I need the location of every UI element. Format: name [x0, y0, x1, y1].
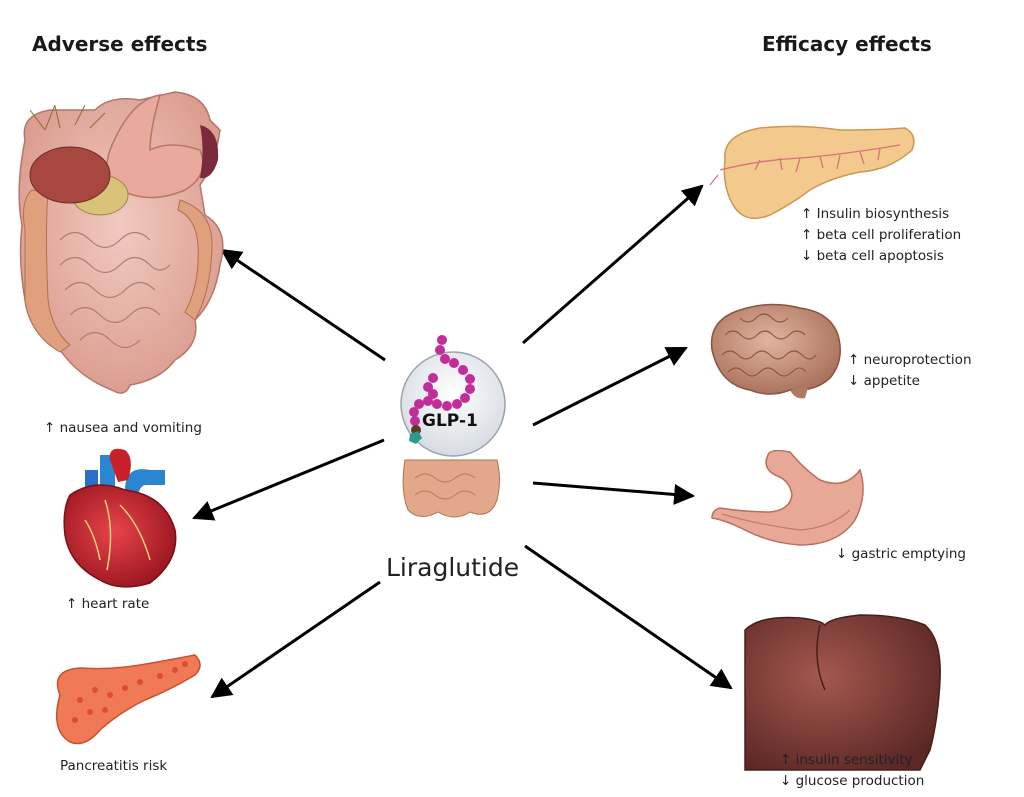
efficacy-effects-heading: Efficacy effects — [762, 32, 932, 56]
caption-heart-rate: ↑ heart rate — [66, 596, 150, 612]
arrow-to-heart — [192, 438, 385, 521]
drug-name: Liraglutide — [386, 553, 520, 582]
caption-brain: ↑ neuroprotection ↓ appetite — [848, 350, 972, 392]
caption-line: ↓ glucose production — [780, 773, 925, 789]
caption-line: ↑ neuroprotection — [848, 352, 972, 368]
arrow-to-digestive — [220, 248, 386, 362]
caption-pancreatitis: Pancreatitis risk — [60, 758, 168, 774]
caption-line: ↑ Insulin biosynthesis — [801, 206, 950, 222]
caption-line: ↑ insulin sensitivity — [780, 752, 913, 768]
heart-icon — [63, 448, 177, 588]
arrow-to-stomach — [532, 481, 696, 505]
caption-nausea: ↑ nausea and vomiting — [44, 420, 202, 436]
inflamed-pancreas-icon — [55, 654, 201, 745]
arrow-to-pancreas-risk — [210, 580, 381, 699]
caption-line: ↑ beta cell proliferation — [801, 227, 962, 243]
adverse-effects-heading: Adverse effects — [32, 32, 208, 56]
intestine-beneath-icon — [402, 459, 500, 518]
glp1-peptide-icon — [400, 335, 506, 518]
glp1-label: GLP-1 — [422, 411, 478, 431]
arrow-to-pancreas — [522, 184, 704, 345]
digestive-system-icon — [18, 91, 224, 394]
caption-liver: ↑ insulin sensitivity ↓ glucose producti… — [780, 750, 924, 792]
caption-stomach: ↓ gastric emptying — [836, 544, 966, 565]
pancreas-icon — [709, 125, 915, 220]
arrow-to-brain — [532, 346, 688, 427]
arrow-to-liver — [524, 544, 733, 690]
caption-line: ↓ beta cell apoptosis — [801, 248, 944, 264]
liver-icon — [744, 614, 941, 771]
caption-line: ↓ appetite — [848, 373, 920, 389]
stomach-icon — [711, 449, 864, 546]
caption-line: ↓ gastric emptying — [836, 546, 966, 562]
arrows — [192, 184, 733, 699]
caption-pancreas: ↑ Insulin biosynthesis ↑ beta cell proli… — [801, 204, 961, 267]
brain-icon — [710, 303, 841, 399]
